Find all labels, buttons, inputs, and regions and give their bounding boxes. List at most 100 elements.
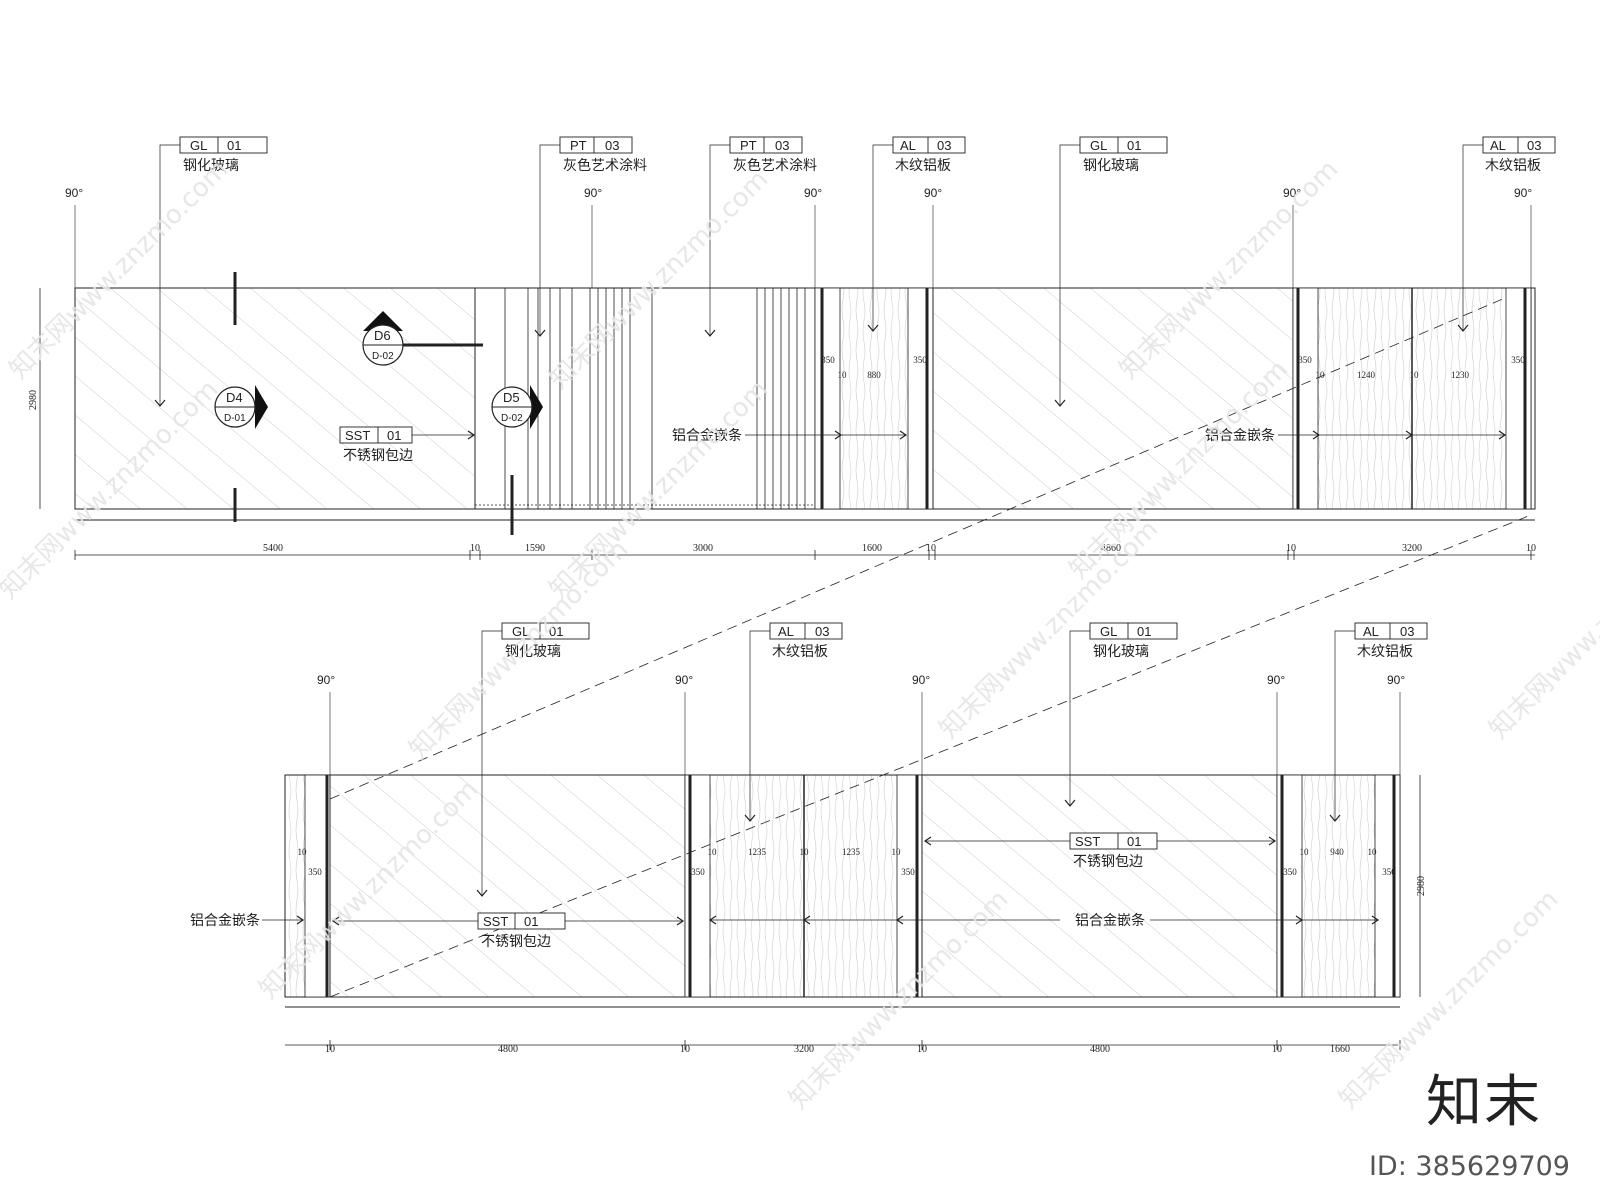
dim-label: 5400 — [263, 543, 283, 554]
dim-label: 1590 — [525, 543, 545, 554]
svg-text:01: 01 — [549, 624, 563, 639]
svg-text:不锈钢包边: 不锈钢包边 — [1073, 853, 1143, 869]
svg-text:铝合金嵌条: 铝合金嵌条 — [1075, 912, 1145, 928]
slats-left — [504, 288, 653, 509]
dim-label: 3000 — [693, 543, 713, 554]
svg-text:木纹铝板: 木纹铝板 — [1357, 643, 1413, 659]
svg-text:GL: GL — [512, 624, 529, 639]
sub-dim: 10 — [1410, 370, 1420, 380]
angle-marker-2: 90° — [584, 186, 602, 288]
svg-text:SST: SST — [345, 428, 370, 443]
svg-text:GL: GL — [1090, 138, 1107, 153]
svg-text:木纹铝板: 木纹铝板 — [1485, 157, 1541, 173]
angle-marker-10: 90° — [1267, 673, 1285, 775]
svg-text:D6: D6 — [374, 328, 391, 343]
slats-right — [756, 288, 806, 509]
sub-dim: 940 — [1330, 847, 1344, 857]
elevation-bottom — [284, 297, 1532, 1050]
height-dim: 2980 — [28, 390, 39, 410]
sub-dim: 1235 — [842, 847, 861, 857]
section-marks: D4 D-01 D5 D-02 D6 D-02 — [214, 311, 543, 535]
svg-text:铝合金嵌条: 铝合金嵌条 — [1205, 427, 1275, 443]
svg-text:不锈钢包边: 不锈钢包边 — [481, 933, 551, 949]
svg-text:01: 01 — [1127, 834, 1141, 849]
sub-dim: 880 — [867, 370, 881, 380]
sub-dim: 350 — [1511, 355, 1525, 365]
sub-dim: 350 — [691, 867, 705, 877]
svg-text:钢化玻璃: 钢化玻璃 — [183, 157, 239, 173]
svg-text:03: 03 — [775, 138, 789, 153]
sub-dim: 10 — [708, 847, 718, 857]
svg-text:D-02: D-02 — [501, 413, 523, 424]
svg-text:PT: PT — [570, 138, 587, 153]
inlay-label-3: 铝合金嵌条 — [190, 912, 305, 928]
svg-text:01: 01 — [1127, 138, 1141, 153]
sub-dim: 10 — [838, 370, 848, 380]
sub-dim: 10 — [1316, 370, 1326, 380]
sub-dim: 350 — [308, 867, 322, 877]
dim-label: 3200 — [1402, 543, 1422, 554]
angle-marker-11: 90° — [1387, 673, 1405, 775]
material-tag-pt-1: PT 03 灰色艺术涂料 — [534, 136, 647, 337]
svg-text:钢化玻璃: 钢化玻璃 — [1083, 157, 1139, 173]
angle-marker-4: 90° — [924, 186, 942, 288]
svg-text:SST: SST — [1075, 834, 1100, 849]
svg-text:01: 01 — [1137, 624, 1151, 639]
section-mark-d5: D5 D-02 — [491, 385, 543, 535]
sub-dim: 350 — [1298, 355, 1312, 365]
dim-label: 10 — [1272, 1044, 1282, 1055]
angle-marker-5: 90° — [1283, 186, 1301, 288]
sub-dim: 10 — [1368, 847, 1378, 857]
svg-text:03: 03 — [1400, 624, 1414, 639]
svg-text:灰色艺术涂料: 灰色艺术涂料 — [563, 157, 647, 173]
svg-text:90°: 90° — [924, 186, 942, 200]
svg-text:90°: 90° — [1387, 673, 1405, 687]
dim-label: 10 — [1286, 543, 1296, 554]
glass-panel — [329, 774, 686, 998]
angle-marker-7: 90° — [317, 673, 335, 775]
svg-text:不锈钢包边: 不锈钢包边 — [343, 447, 413, 463]
angle-marker-6: 90° — [1514, 186, 1532, 288]
svg-text:03: 03 — [937, 138, 951, 153]
svg-text:01: 01 — [524, 914, 538, 929]
angle-marker-3: 90° — [804, 186, 822, 288]
svg-text:90°: 90° — [317, 673, 335, 687]
svg-text:知末网www.znzmo.com: 知末网www.znzmo.com — [404, 534, 635, 765]
bottom-dimensions: 10 4800 10 3200 10 4800 10 1660 2980 — [325, 876, 1427, 1055]
inlay-label-4: 铝合金嵌条 — [708, 912, 1380, 928]
angle-marker-1: 90° — [65, 186, 83, 288]
material-tag-sst-2: SST 01 不锈钢包边 — [923, 832, 1277, 869]
watermark-brand: 知末 — [1426, 1070, 1542, 1135]
top-dimensions: 5400 10 1590 3000 1600 10 4860 10 3200 1… — [28, 390, 1536, 554]
glass-panel — [921, 774, 1278, 998]
svg-text:03: 03 — [1527, 138, 1541, 153]
svg-text:90°: 90° — [1267, 673, 1285, 687]
inlay-label-2: 铝合金嵌条 — [1205, 427, 1507, 443]
dim-label: 3200 — [794, 1044, 814, 1055]
svg-text:90°: 90° — [584, 186, 602, 200]
svg-text:90°: 90° — [912, 673, 930, 687]
svg-text:钢化玻璃: 钢化玻璃 — [1093, 643, 1149, 659]
dim-label: 4800 — [1090, 1044, 1110, 1055]
sub-dim: 10 — [800, 847, 810, 857]
svg-text:铝合金嵌条: 铝合金嵌条 — [672, 427, 742, 443]
sub-dim: 1230 — [1451, 370, 1470, 380]
glass-panel — [74, 287, 476, 510]
sub-dim: 10 — [298, 847, 308, 857]
dim-label: 10 — [325, 1044, 335, 1055]
svg-text:PT: PT — [740, 138, 757, 153]
svg-text:知末网www.znzmo.com: 知末网www.znzmo.com — [1484, 514, 1600, 745]
svg-text:90°: 90° — [675, 673, 693, 687]
svg-text:90°: 90° — [1514, 186, 1532, 200]
svg-text:03: 03 — [605, 138, 619, 153]
angle-marker-8: 90° — [675, 673, 693, 775]
dim-label: 1600 — [862, 543, 882, 554]
inlay-labels: 铝合金嵌条 铝合金嵌条 铝合金嵌条 铝合金嵌条 — [190, 427, 1507, 928]
sub-dim: 350 — [1283, 867, 1297, 877]
